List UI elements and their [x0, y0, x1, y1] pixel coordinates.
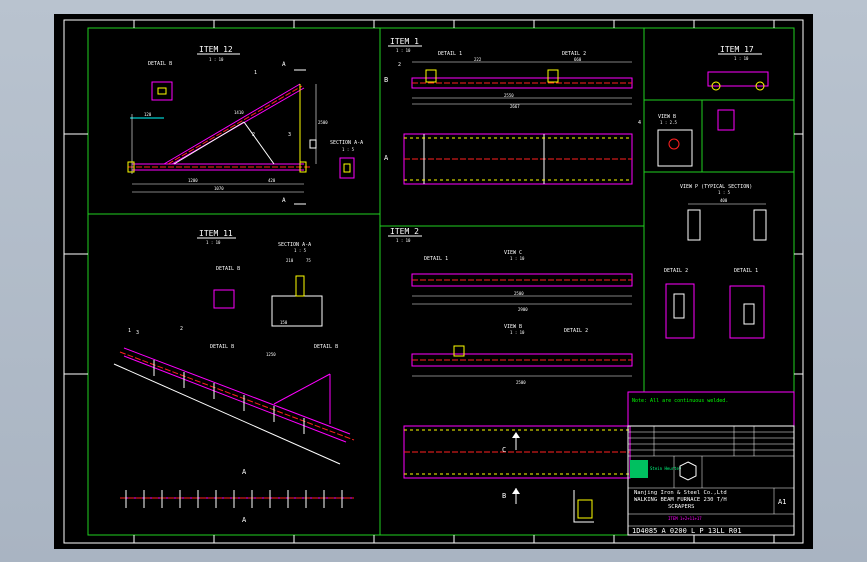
item1-arrow-a: A: [384, 154, 389, 162]
item12-diagonal: [163, 83, 301, 165]
item17-callout-4: 4: [638, 120, 641, 126]
drawing-title: SCRAPERS: [668, 504, 695, 510]
item11-callout-3: 3: [136, 330, 139, 336]
view-b-scale: 1 : 2.5: [660, 120, 677, 125]
item11-detail-c: DETAIL B: [314, 344, 338, 350]
notes-text: Note: All are continuous welded.: [632, 398, 728, 404]
project-name: WALKING BEAM FURNACE 230 T/H: [634, 497, 727, 503]
item17-scale: 1 : 10: [734, 56, 749, 61]
stein-logo: [630, 460, 648, 478]
item1-dim-6: 2550: [504, 93, 514, 98]
item2-dim-1: 2500: [516, 380, 526, 385]
item11-dim-1: 75: [306, 258, 311, 263]
item12-dim-5: 1070: [214, 186, 224, 191]
item2-detail1: DETAIL 1: [424, 256, 448, 262]
sheet-size: A1: [778, 498, 786, 506]
item1-scale: 1 : 10: [396, 48, 411, 53]
item11-title: ITEM 11: [199, 229, 233, 238]
cad-drawing: ITEM 12 1 : 10 DETAIL B 1410 120 2500 12…: [63, 19, 804, 544]
view-p: VIEW P (TYPICAL SECTION) 1 : 5 400 DETAI…: [664, 184, 767, 339]
item2-view-c: VIEW C: [504, 250, 522, 256]
item12-dim-1: 120: [144, 112, 152, 117]
item11-view: ITEM 11 1 : 10 SECTION A-A 1 : 5 DETAIL …: [113, 229, 355, 524]
item2-view: ITEM 2 1 : 10 VIEW C 1 : 10 DETAIL 1 250…: [388, 227, 633, 523]
item12-detail-box: [151, 81, 173, 101]
item2-dim-2: 2900: [518, 307, 528, 312]
item11-callout-1: 1: [128, 328, 131, 334]
view-b-plate: [657, 129, 693, 167]
item11-main-beam: [123, 347, 351, 435]
item17-view: ITEM 17 1 : 10 VIEW B 1 : 2.5 4: [638, 45, 769, 167]
item2-scale: 1 : 10: [396, 238, 411, 243]
item1-dim-0: 2: [398, 62, 401, 68]
item11-dim-0: 210: [286, 258, 294, 263]
inner-frame: [87, 27, 795, 536]
item11-callout-2: 2: [180, 326, 183, 332]
item1-view: ITEM 1 1 : 10 DETAIL 1 DETAIL 2 222 660 …: [384, 37, 633, 185]
view-p-title: VIEW P (TYPICAL SECTION): [680, 184, 752, 190]
item2-detail2: DETAIL 2: [564, 328, 588, 334]
item12-arrow-a-top: A: [282, 61, 286, 68]
item12-section-label: SECTION A-A: [330, 140, 363, 146]
item11-arrow-a-top: A: [242, 468, 247, 476]
item2-title: ITEM 2: [390, 227, 419, 236]
item12-dim-3: 1200: [188, 178, 198, 183]
item11-detail-b: DETAIL B: [210, 344, 234, 350]
item12-callout-2: 2: [252, 132, 255, 138]
item12-title: ITEM 12: [199, 45, 233, 54]
item2-view-c-scale: 1 : 10: [510, 256, 525, 261]
item1-dim-7: 2667: [510, 104, 520, 109]
item11-dim-4: 1250: [266, 352, 276, 357]
item1-title: ITEM 1: [390, 37, 419, 46]
item1-arrow-b: B: [384, 76, 388, 84]
item11-scale: 1 : 10: [206, 240, 221, 245]
item11-section: SECTION A-A: [278, 242, 311, 248]
item12-callout-3: 3: [288, 132, 291, 138]
item12-detail: DETAIL B: [148, 61, 172, 67]
item1-dim-2: 660: [574, 57, 582, 62]
view-p-dim-1: 400: [720, 198, 728, 203]
document-number: 1D4085 A 0200 L P 13LL R01: [632, 527, 742, 535]
item12-strut: [173, 121, 245, 165]
item12-arrow-a-bottom: A: [282, 197, 286, 204]
item1-detail2: DETAIL 2: [562, 51, 586, 57]
item12-callout-1: 1: [254, 70, 257, 76]
company-logo: [679, 461, 697, 481]
item12-section-box: [339, 157, 355, 179]
item17-title: ITEM 17: [720, 45, 754, 54]
view-p-detail1: DETAIL 1: [734, 268, 758, 274]
sheet-border: [63, 19, 804, 544]
item2-dim-0: 2500: [514, 291, 524, 296]
item17-part: [707, 71, 769, 87]
border-ticks: [64, 20, 803, 543]
logo-name: Stein Heurtey: [650, 466, 682, 471]
item12-dim-4: 420: [268, 178, 276, 183]
view-b-label: VIEW B: [658, 114, 676, 120]
item2-view-b-scale: 1 : 10: [510, 330, 525, 335]
view-p-detail2: DETAIL 2: [664, 268, 688, 274]
item11-detail-a: DETAIL B: [216, 266, 240, 272]
title-block: Stein Heurtey Nanjing Iron & Steel Co.,L…: [627, 425, 795, 536]
item2-view-b: VIEW B: [504, 324, 522, 330]
item11-arrow-a-bottom: A: [242, 516, 247, 524]
notes-box: Note: All are continuous welded.: [627, 391, 795, 427]
item2-arrow-b: B: [502, 492, 506, 500]
view-p-scale: 1 : 5: [718, 190, 731, 195]
item12-scale: 1 : 10: [209, 57, 224, 62]
item1-detail1: DETAIL 1: [438, 51, 462, 57]
item12-view: ITEM 12 1 : 10 DETAIL B 1410 120 2500 12…: [127, 45, 363, 205]
item2-arrow-c: C: [502, 446, 506, 454]
company-name: Nanjing Iron & Steel Co.,Ltd: [634, 490, 727, 496]
item1-dim-1: 222: [474, 57, 482, 62]
item-line: ITEM 1+2+11+17: [668, 516, 702, 521]
item12-dim-2: 2500: [318, 120, 328, 125]
item12-dim-0: 1410: [234, 110, 244, 115]
item11-section-scale: 1 : 5: [294, 248, 307, 253]
item12-section-scale: 1 : 5: [342, 147, 355, 152]
item11-dim-2: 150: [280, 320, 288, 325]
drawing-sheet: ITEM 12 1 : 10 DETAIL B 1410 120 2500 12…: [54, 14, 813, 549]
